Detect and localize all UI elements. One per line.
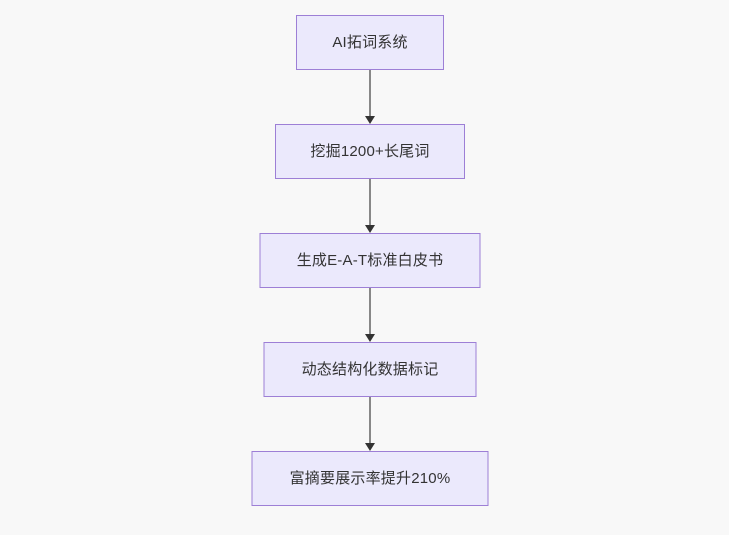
- arrowhead-icon: [365, 225, 375, 233]
- arrowhead-icon: [365, 334, 375, 342]
- edge-node2-node3: [363, 179, 377, 233]
- edge-line: [369, 397, 371, 443]
- flow-node-label: 生成E-A-T标准白皮书: [296, 252, 444, 269]
- flow-node-structured-data-markup[interactable]: 动态结构化数据标记: [263, 342, 477, 397]
- edge-node4-node5: [363, 397, 377, 451]
- flow-node-label: 动态结构化数据标记: [301, 361, 439, 378]
- edge-line: [369, 288, 371, 334]
- edge-line: [369, 70, 371, 116]
- flow-node-longtail-keywords[interactable]: 挖掘1200+长尾词: [275, 124, 465, 179]
- flow-node-label: AI拓词系统: [332, 34, 408, 51]
- flow-node-ai-keyword-system[interactable]: AI拓词系统: [296, 15, 444, 70]
- arrowhead-icon: [365, 443, 375, 451]
- edge-line: [369, 179, 371, 225]
- flow-node-eat-whitepaper[interactable]: 生成E-A-T标准白皮书: [259, 233, 481, 288]
- edge-node3-node4: [363, 288, 377, 342]
- flow-node-label: 挖掘1200+长尾词: [310, 143, 430, 160]
- arrowhead-icon: [365, 116, 375, 124]
- flow-node-label: 富摘要展示率提升210%: [289, 470, 451, 487]
- flow-node-rich-snippet-result[interactable]: 富摘要展示率提升210%: [251, 451, 489, 506]
- edge-node1-node2: [363, 70, 377, 124]
